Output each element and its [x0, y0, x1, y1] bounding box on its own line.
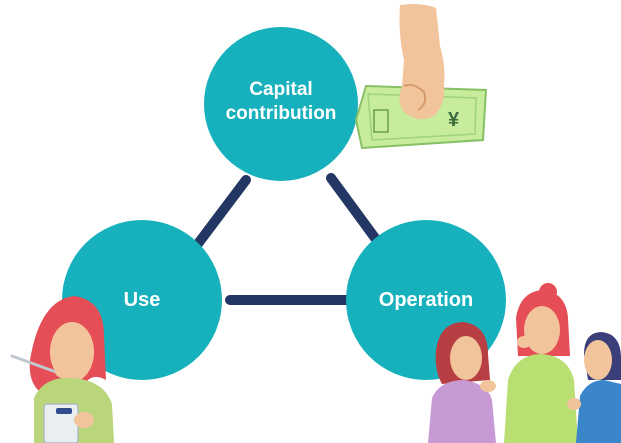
yen-symbol: ¥ [448, 109, 460, 131]
node-capital-contribution [204, 27, 358, 181]
connector-capital-operation [326, 173, 383, 247]
operation-label: Operation [378, 289, 474, 311]
person-eating-illustration [10, 296, 114, 443]
use-label: Use [123, 289, 161, 311]
people-talking-illustration [428, 283, 621, 443]
node-label-use: Use [82, 288, 202, 313]
capital-label-line-1: Capital [249, 79, 313, 100]
node-label-capital-contribution: Capital contribution [204, 78, 358, 126]
capital-label-line-2: contribution [225, 102, 337, 124]
connectors [192, 173, 383, 305]
hand-holding-banknote-illustration: ¥ [354, 4, 488, 150]
node-label-operation: Operation [356, 288, 496, 313]
connector-capital-use [192, 175, 251, 250]
